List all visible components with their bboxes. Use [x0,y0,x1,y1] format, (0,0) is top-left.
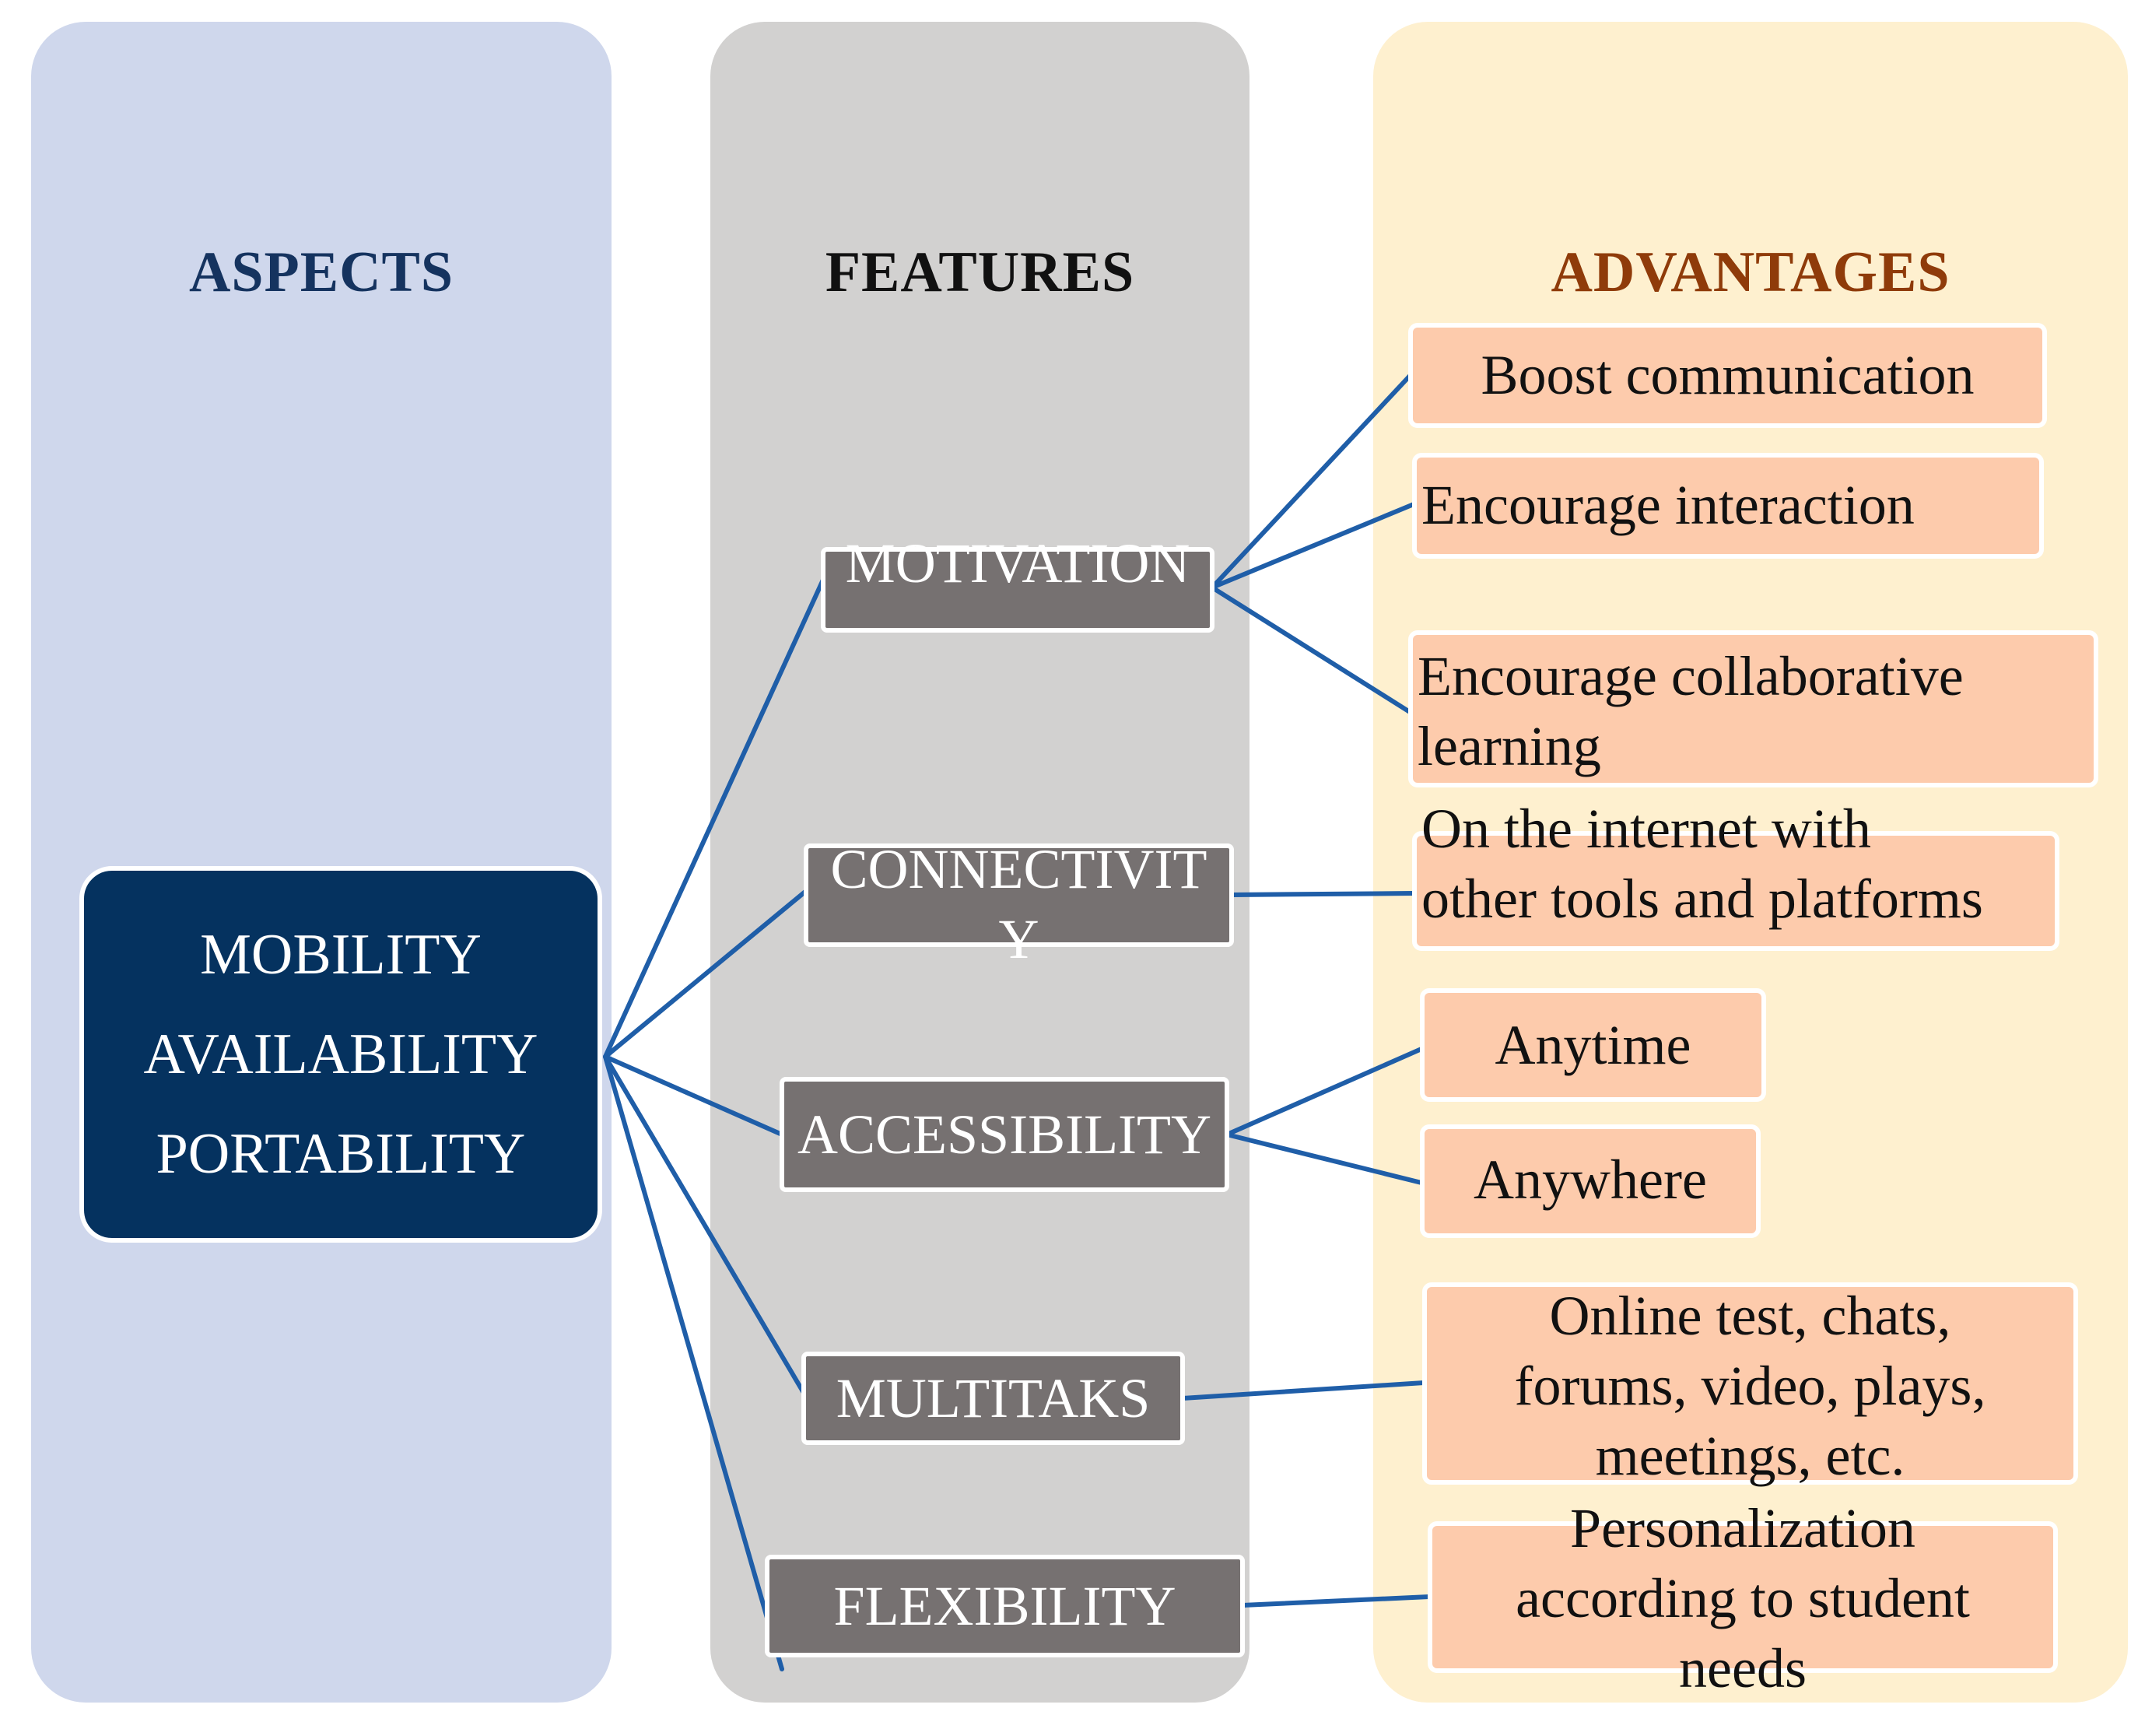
connector-aspects-accessibility [603,1054,784,1137]
feature-flexibility: FLEXIBILITY [765,1555,1245,1657]
aspects-box: MOBILITY AVAILABILITY PORTABILITY [79,866,602,1243]
advantage-internet-tools-text: On the internet with other tools and pla… [1421,798,1983,930]
connector-aspects-motivation [603,577,825,1059]
connector-accessibility-anywhere [1225,1132,1424,1185]
advantage-encourage-interaction: Encourage interaction [1412,453,2044,559]
advantage-online-test: Online test, chats, forums, video, plays… [1422,1282,2078,1487]
connector-motivation-boost [1210,374,1412,590]
feature-multitaks: MULTITAKS [801,1352,1185,1445]
advantage-boost-communication: Boost communication [1408,323,2047,428]
connector-flexibility-personalization [1240,1594,1432,1608]
connector-aspects-connectivity [603,889,808,1059]
feature-motivation: MOTIVATION [821,532,1214,633]
aspect-mobility: MOBILITY [200,923,482,987]
connector-motivation-collaborative [1210,585,1412,714]
feature-accessibility-label: ACCESSIBILITY [797,1103,1212,1166]
advantage-anytime-text: Anytime [1495,1014,1691,1076]
connector-accessibility-anytime [1225,1047,1424,1137]
feature-accessibility: ACCESSIBILITY [780,1077,1229,1192]
aspects-column [31,22,612,1703]
feature-connectivity: CONNECTIVITY [804,838,1234,970]
advantage-boost-communication-text: Boost communication [1481,344,1975,406]
advantage-internet-tools: On the internet with other tools and pla… [1412,798,2059,951]
advantage-anywhere: Anywhere [1420,1124,1761,1238]
feature-multitaks-label: MULTITAKS [836,1366,1151,1429]
aspect-availability: AVAILABILITY [143,1022,538,1086]
advantage-encourage-collaborative-text: Encourage collaborative learning [1418,645,1964,777]
feature-motivation-label: MOTIVATION [845,532,1190,594]
features-header: FEATURES [825,240,1135,304]
feature-flexibility-label: FLEXIBILITY [833,1574,1176,1637]
advantage-personalization-text: Personalization according to student nee… [1516,1497,1970,1699]
feature-connectivity-label: CONNECTIVITY [830,838,1207,970]
connector-aspects-multitaks [603,1054,806,1395]
advantage-encourage-collaborative: Encourage collaborative learning [1408,630,2098,787]
advantage-anywhere-text: Anywhere [1474,1149,1707,1211]
connector-multitaks-online [1180,1380,1426,1401]
connector-connectivity-internet [1229,891,1416,897]
advantage-anytime: Anytime [1420,988,1766,1102]
advantages-header: ADVANTAGES [1551,240,1950,304]
connector-aspects-flexibility [603,1054,784,1671]
connector-motivation-interaction [1210,502,1416,590]
aspects-header: ASPECTS [188,240,454,304]
aspect-portability: PORTABILITY [156,1122,526,1186]
advantage-personalization: Personalization according to student nee… [1428,1497,2058,1699]
advantage-online-test-text: Online test, chats, forums, video, plays… [1514,1285,1986,1487]
advantage-encourage-interaction-text: Encourage interaction [1421,474,1915,536]
